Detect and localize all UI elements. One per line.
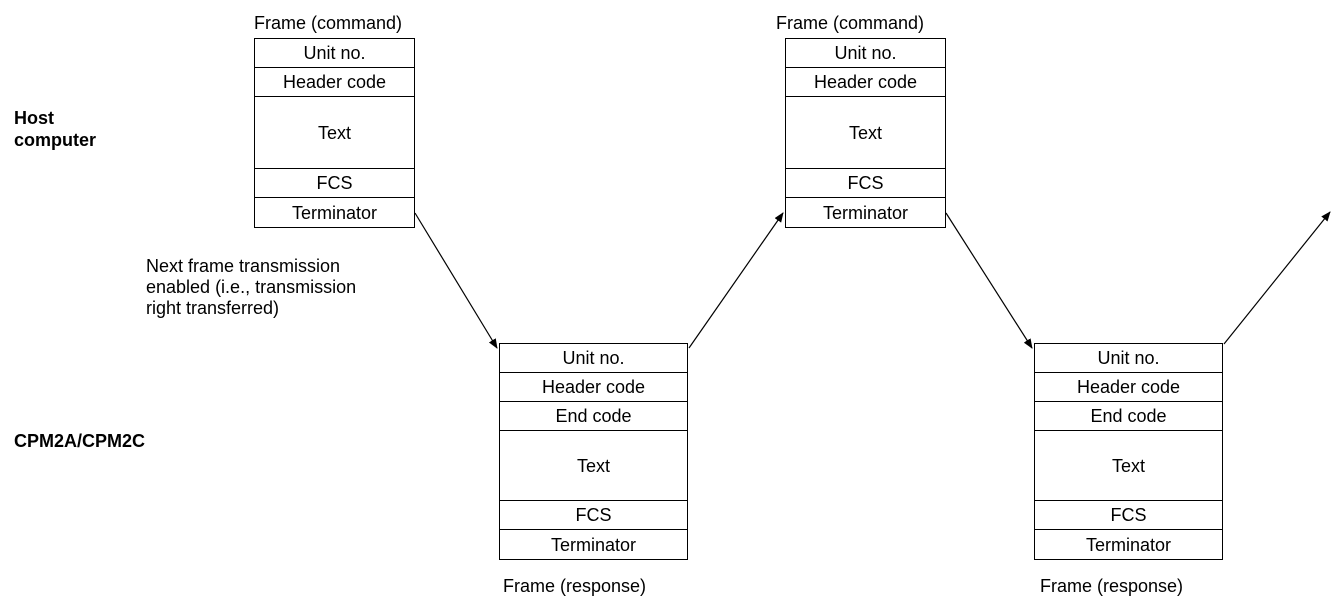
command-frame-1-header-code: Header code [255, 68, 414, 97]
command-frame-1-terminator: Terminator [291, 202, 378, 223]
command-frame-1: Unit no. Header code Text FCS Terminator [254, 38, 415, 228]
arrow-response2-to-next [1223, 211, 1331, 345]
arrow-response1-to-command2 [688, 212, 784, 349]
command-frame-1-caption: Frame (command) [254, 13, 403, 33]
command-frame-2-header-code: Header code [786, 68, 945, 97]
command-frame-2: Unit no. Header code Text FCS Terminator [785, 38, 946, 228]
plc-label: CPM2A/CPM2C [14, 431, 146, 451]
response-frame-1-end-code: End code [500, 402, 687, 431]
response-frame-1-terminator: Terminator [550, 534, 637, 555]
transmission-note: Next frame transmission enabled (i.e., t… [146, 256, 357, 318]
response-frame-2-header-code: Header code [1035, 373, 1222, 402]
command-frame-2-unit-no: Unit no. [786, 39, 945, 68]
command-frame-2-terminator: Terminator [822, 202, 909, 223]
response-frame-1-caption: Frame (response) [503, 576, 647, 596]
command-frame-1-text: Text [255, 97, 414, 169]
response-frame-2-text: Text [1035, 431, 1222, 501]
host-computer-label: Host computer [14, 108, 97, 150]
command-frame-1-unit-no: Unit no. [255, 39, 414, 68]
response-frame-2-unit-no: Unit no. [1035, 344, 1222, 373]
response-frame-2-caption: Frame (response) [1040, 576, 1184, 596]
response-frame-2-terminator: Terminator [1085, 534, 1172, 555]
response-frame-2: Unit no. Header code End code Text FCS T… [1034, 343, 1223, 560]
command-frame-2-fcs: FCS [786, 169, 945, 198]
command-frame-1-fcs: FCS [255, 169, 414, 198]
response-frame-1-fcs: FCS [500, 501, 687, 530]
command-frame-2-caption: Frame (command) [776, 13, 925, 33]
arrow-command2-to-response2 [945, 212, 1033, 349]
command-frame-2-text: Text [786, 97, 945, 169]
arrow-command1-to-response1 [414, 212, 498, 349]
response-frame-1: Unit no. Header code End code Text FCS T… [499, 343, 688, 560]
response-frame-1-text: Text [500, 431, 687, 501]
response-frame-2-fcs: FCS [1035, 501, 1222, 530]
response-frame-2-end-code: End code [1035, 402, 1222, 431]
response-frame-1-header-code: Header code [500, 373, 687, 402]
response-frame-1-unit-no: Unit no. [500, 344, 687, 373]
